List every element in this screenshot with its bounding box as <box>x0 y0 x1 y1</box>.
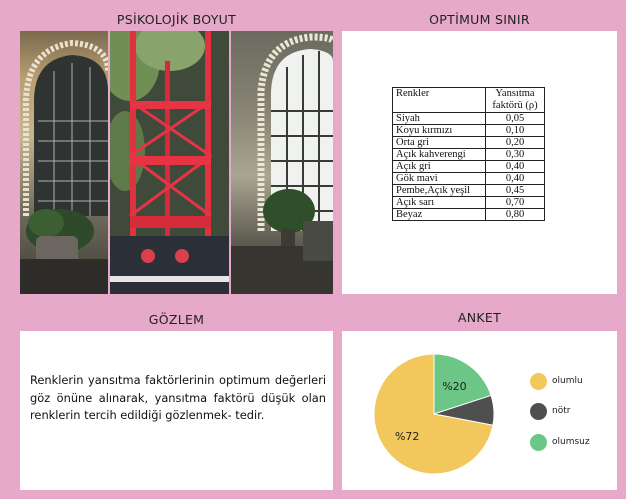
reflectance-value-cell: 0,30 <box>485 148 545 161</box>
reflectance-value-cell: 0,80 <box>485 208 545 221</box>
color-name-cell: Açık kahverengi <box>392 148 486 161</box>
reflectance-value-cell: 0,40 <box>485 160 545 173</box>
interior-photo-left <box>20 31 108 294</box>
reflectance-value-cell: 0,20 <box>485 136 545 149</box>
interior-photo-middle <box>110 31 229 294</box>
legend-label-nötr: nötr <box>552 406 571 416</box>
reflectance-value-cell: 0,10 <box>485 124 545 137</box>
observation-panel <box>20 331 333 490</box>
col-header-reflectance: Yansıtma faktörü (ρ) <box>485 87 545 113</box>
col-header-colors: Renkler <box>392 87 486 113</box>
color-name-cell: Açık sarı <box>392 196 486 209</box>
pie-data-label: %72 <box>395 430 419 443</box>
table-header-row: Renkler Yansıtma faktörü (ρ) <box>392 87 545 113</box>
optimum-header: OPTİMUM SINIR <box>429 12 530 27</box>
legend-label-olumsuz: olumsuz <box>552 437 590 447</box>
color-name-cell: Beyaz <box>392 208 486 221</box>
legend-swatch-nötr <box>530 403 547 420</box>
survey-header: ANKET <box>457 310 502 325</box>
reflectance-value-cell: 0,70 <box>485 196 545 209</box>
pie-slice-olumlu <box>373 353 494 475</box>
col-header-line2: faktörü (ρ) <box>492 100 538 111</box>
interior-photo-right <box>231 31 333 294</box>
color-name-cell: Orta gri <box>392 136 486 149</box>
color-name-cell: Koyu kırmızı <box>392 124 486 137</box>
color-name-cell: Açık gri <box>392 160 486 173</box>
survey-pie-chart: %20 %72 <box>373 353 495 475</box>
observation-text: Renklerin yansıtma faktörlerinin optimum… <box>30 373 326 422</box>
col-header-line1: Yansıtma <box>495 88 535 99</box>
pie-data-label: %20 <box>442 380 466 393</box>
pie-slice-olumsuz <box>433 353 492 415</box>
observation-header: GÖZLEM <box>148 312 205 327</box>
color-name-cell: Siyah <box>392 112 486 125</box>
reflectance-value-cell: 0,45 <box>485 184 545 197</box>
legend-label-olumlu: olumlu <box>552 376 583 386</box>
reflectance-value-cell: 0,40 <box>485 172 545 185</box>
legend-swatch-olumsuz <box>530 434 547 451</box>
color-name-cell: Pembe,Açık yeşil <box>392 184 486 197</box>
color-name-cell: Gök mavi <box>392 172 486 185</box>
legend-swatch-olumlu <box>530 373 547 390</box>
psych-header: PSİKOLOJİK BOYUT <box>116 12 237 27</box>
reflectance-value-cell: 0,05 <box>485 112 545 125</box>
